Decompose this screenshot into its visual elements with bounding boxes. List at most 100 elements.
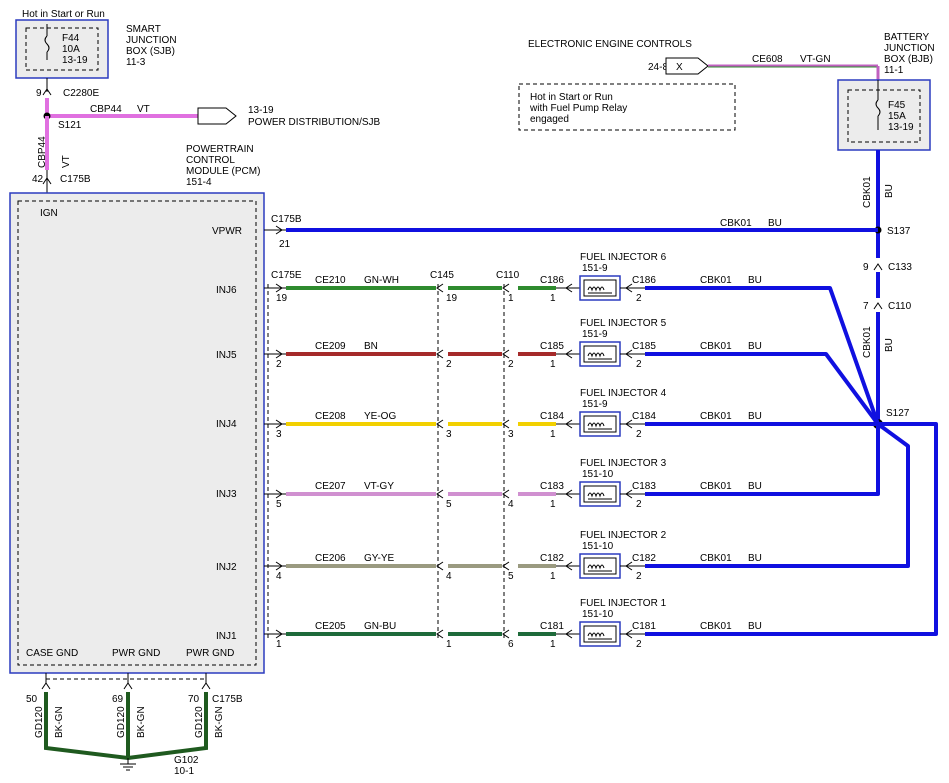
inj-out-conn: C186 [632,275,656,286]
pcm-inj-pin: 4 [276,571,282,582]
c110-chevron-icon [502,419,510,429]
inj-name: FUEL INJECTOR 5 [580,318,667,329]
pcm-inj1: INJ1 [216,631,237,642]
inj-out-chevron-icon [625,561,633,571]
inj-out-pin: 2 [636,639,642,650]
c145-chevron-icon [436,489,444,499]
inj-in-conn: C181 [540,621,564,632]
pcm-name-1: POWERTRAIN [186,144,254,155]
c2280e-label: C2280E [63,88,99,99]
eec-title: ELECTRONIC ENGINE CONTROLS [528,39,692,50]
pcm-inj3: INJ3 [216,489,237,500]
inj-wire-color: GN-BU [364,621,396,632]
c175e-label: C175E [271,270,302,281]
sjb-name-1: SMART [126,24,161,35]
c145-chevron-icon [436,349,444,359]
sjb-fuse: F44 [62,33,80,44]
inj-circuit: CE210 [315,275,346,286]
ce608-color: VT-GN [800,54,831,65]
sjb-name-3: BOX (SJB) [126,46,175,57]
inj-out-pin: 2 [636,571,642,582]
connector-c2280e-icon [42,88,52,96]
inj-out-color: BU [748,621,762,632]
inj-name: FUEL INJECTOR 3 [580,458,667,469]
inj-ref: 151-10 [582,609,614,620]
c110-pin: 2 [508,359,514,370]
c145-pin: 4 [446,571,452,582]
pcm-inj-connector-icon [275,489,283,499]
fuel-injector-inner [583,485,617,503]
bjb-name-2: JUNCTION [884,43,935,54]
c133-label: C133 [888,262,912,273]
s121-label: S121 [58,120,82,131]
pcm-inj-connector-icon [275,349,283,359]
c110-pin: 5 [508,571,514,582]
fuel-injector-inner [583,557,617,575]
pcm-box [9,192,265,674]
sjb-rating: 10A [62,44,80,55]
gnd-circuit-2: GD120 [116,706,127,738]
pd-name: POWER DISTRIBUTION/SJB [248,117,381,128]
inj-ref: 151-9 [582,263,608,274]
vpwr-connector-icon [275,225,283,235]
inj-name: FUEL INJECTOR 6 [580,252,667,263]
sjb-name-2: JUNCTION [126,35,177,46]
inj-out-chevron-icon [625,629,633,639]
injector-coil-icon [587,352,612,360]
c145-pin: 19 [446,293,458,304]
fuel-injector-inner [583,415,617,433]
c110-pin: 6 [508,639,514,650]
injector-coil-icon [587,492,612,500]
relay-note-box [518,83,736,131]
g102-ref: 10-1 [174,766,194,777]
inj-out-chevron-icon [625,283,633,293]
inj-out-circuit: CBK01 [700,481,732,492]
gnd-circuit-1: GD120 [34,706,45,738]
pd-ref: 13-19 [248,105,274,116]
pcm-ign-conn: C175B [60,174,91,185]
pcm-inj-pin: 19 [276,293,288,304]
inj-out-conn: C185 [632,341,656,352]
c145-pin: 1 [446,639,452,650]
inj-circuit: CE207 [315,481,346,492]
inj-in-pin: 1 [550,639,556,650]
inj-out-color: BU [748,553,762,564]
inj-circuit: CE209 [315,341,346,352]
gnd-conn-2-icon [123,682,133,690]
c145-label: C145 [430,270,454,281]
c145-chevron-icon [436,283,444,293]
inj-in-pin: 1 [550,499,556,510]
connector-c110-right-icon [873,302,883,310]
sjb-fuse-outline [25,27,99,71]
relay-note-3: engaged [530,114,569,125]
inj-out-pin: 2 [636,429,642,440]
pcm-ign-pin: 42 [32,174,44,185]
pcm-name-3: MODULE (PCM) [186,166,260,177]
bjb-fuse-outline [847,89,921,143]
cbp44-circuit: CBP44 [90,104,122,115]
pcm-inj-pin: 2 [276,359,282,370]
cbp44-vert-color: VT [61,155,72,168]
inj-name: FUEL INJECTOR 2 [580,530,667,541]
pcm-inj2: INJ2 [216,562,237,573]
cbp44-vert-circuit: CBP44 [37,136,48,168]
g102-label: G102 [174,755,199,766]
pcm-inj-connector-icon [275,561,283,571]
inj-ref: 151-10 [582,469,614,480]
c110-pin: 3 [508,429,514,440]
vpwr-pin: 21 [279,239,291,250]
gnd-pin-3: 70 [188,694,200,705]
pcm-inj5: INJ5 [216,350,237,361]
inj-circuit: CE206 [315,553,346,564]
inj-out-conn: C182 [632,553,656,564]
inj-out-conn: C183 [632,481,656,492]
inj-out-conn: C181 [632,621,656,632]
injector-coil-icon [587,422,612,430]
inj-in-pin: 1 [550,293,556,304]
inj-in-conn: C183 [540,481,564,492]
inj-in-pin: 1 [550,571,556,582]
inj-out-circuit: CBK01 [700,411,732,422]
s137-label: S137 [887,226,911,237]
pcm-inj-connector-icon [275,283,283,293]
